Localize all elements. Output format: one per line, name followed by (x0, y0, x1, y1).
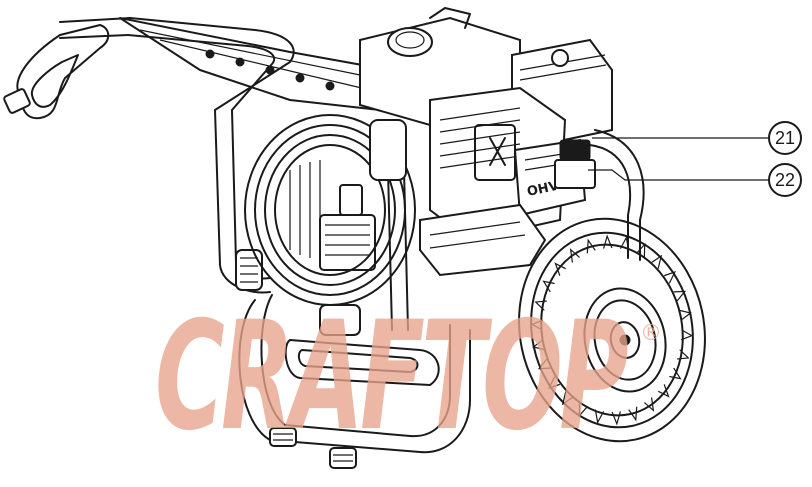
tread-mark (673, 290, 687, 302)
wheel (518, 129, 706, 443)
tread-mark (534, 300, 547, 311)
tread-mark (537, 358, 551, 370)
tire-tread (530, 234, 694, 426)
tread-mark (679, 309, 692, 321)
tread-mark (586, 238, 596, 254)
engine: OHV (359, 7, 613, 277)
tread-mark (669, 367, 682, 380)
tread-mark (680, 329, 694, 341)
callout-21: 21 (768, 121, 802, 155)
tread-mark (644, 397, 655, 412)
ohv-marking: OHV (526, 179, 560, 200)
callout-22-label: 22 (775, 170, 795, 190)
tread-mark (554, 262, 567, 276)
tread-mark (569, 248, 580, 263)
callout-22: 22 (768, 163, 802, 197)
tread-mark (677, 349, 690, 360)
callout-21-label: 21 (775, 128, 795, 148)
tread-mark (532, 339, 545, 351)
tread-mark (578, 402, 588, 418)
base-frame (238, 294, 471, 469)
handle-and-spray-gun (3, 17, 391, 120)
pump (319, 214, 376, 271)
frame-uprights (214, 109, 409, 336)
tread-mark (628, 406, 638, 422)
tread-mark (594, 409, 605, 425)
callout-leaders (588, 137, 770, 181)
tread-mark (561, 391, 573, 406)
tread-mark (651, 254, 663, 269)
watermark: CRAFTOP ® (155, 290, 662, 464)
tread-mark (611, 411, 621, 426)
watermark-registered-mark: ® (640, 321, 662, 346)
tread-mark (603, 234, 613, 249)
tread-mark (657, 384, 670, 398)
watermark-text: CRAFTOP (155, 290, 628, 464)
hose-reel (244, 114, 416, 306)
tread-mark (547, 376, 561, 390)
tread-mark (542, 280, 555, 293)
tread-mark (663, 270, 677, 284)
tread-mark (530, 319, 544, 331)
